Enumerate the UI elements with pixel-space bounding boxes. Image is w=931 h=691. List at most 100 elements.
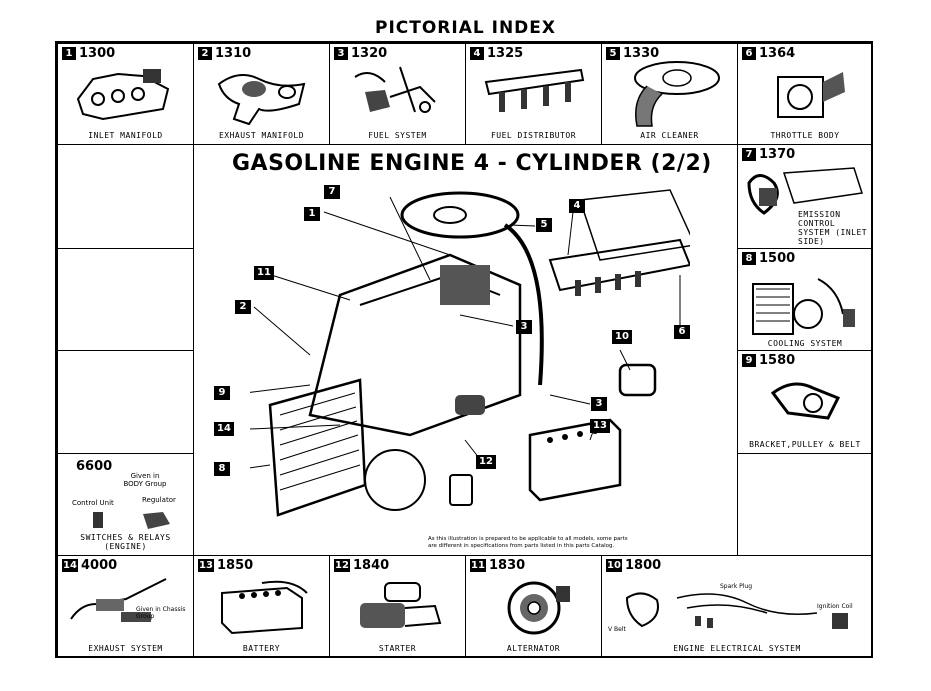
switches-relays-illustration [93, 512, 170, 529]
cell-code: 1310 [215, 46, 252, 61]
cell-caption: THROTTLE BODY [770, 131, 840, 140]
callout-3b: 3 [591, 397, 607, 411]
cell-number: 1 [62, 47, 76, 60]
cell-code: 1364 [759, 46, 796, 61]
cell-number: 10 [606, 559, 622, 572]
bracket-pulley-belt-illustration [770, 382, 841, 420]
cell-code: 1325 [487, 46, 524, 61]
callout-4: 4 [569, 199, 585, 213]
callout-6: 6 [674, 325, 690, 339]
cell-caption: INLET MANIFOLD [88, 131, 163, 140]
callout-5: 5 [536, 218, 552, 232]
fuel-system-illustration [354, 66, 436, 113]
inlet-manifold-illustration [76, 69, 170, 121]
exhaust-manifold-illustration [217, 74, 306, 126]
cell-number: 9 [742, 354, 756, 367]
cell-code: 1800 [625, 558, 662, 573]
callout-10: 10 [612, 330, 632, 344]
alternator-illustration [507, 581, 570, 635]
cell-number: 13 [198, 559, 214, 572]
cell-code: 1320 [351, 46, 388, 61]
cell-caption: ENGINE ELECTRICAL SYSTEM [673, 644, 801, 653]
cell-code: 1370 [759, 147, 796, 162]
cell-code: 6600 [76, 459, 113, 474]
cell-caption: BRACKET,PULLEY & BELT [749, 440, 861, 449]
callout-2: 2 [235, 300, 251, 314]
callout-13: 13 [590, 419, 610, 433]
cell-number: 5 [606, 47, 620, 60]
right-cell-blank [737, 453, 873, 556]
v-belt-label: V Belt [608, 626, 626, 633]
callout-1: 1 [304, 207, 320, 221]
left-cell-blank-3 [57, 350, 194, 454]
callout-14: 14 [214, 422, 234, 436]
cell-caption: COOLING SYSTEM [767, 339, 843, 348]
cell-caption: SWITCHES & RELAYS (ENGINE) [80, 533, 171, 551]
cell-code: 1330 [623, 46, 660, 61]
engine-electrical-illustration [625, 592, 848, 629]
cell-caption: FUEL SYSTEM [368, 131, 427, 140]
throttle-body-illustration [777, 72, 845, 118]
applicability-disclaimer: As this illustration is prepared to be a… [428, 536, 628, 549]
callout-7: 7 [324, 185, 340, 199]
cell-code: 1500 [759, 251, 796, 266]
given-in-body-note: Given in BODY Group [123, 472, 167, 488]
engine-illustration [250, 189, 690, 517]
main-title: GASOLINE ENGINE 4 - CYLINDER (2/2) [232, 151, 712, 176]
callout-9: 9 [214, 386, 230, 400]
cell-number: 3 [334, 47, 348, 60]
regulator-label: Regulator [142, 496, 176, 504]
index-cell-6600[interactable]: 6600 Given in BODY Group Control Unit Re… [57, 453, 194, 556]
cell-number: 4 [470, 47, 484, 60]
cell-caption: EXHAUST SYSTEM [88, 644, 163, 653]
emission-control-illustration [747, 167, 863, 215]
cell-code: 1840 [353, 558, 390, 573]
cell-caption: EMISSION CONTROL SYSTEM (INLET SIDE) [798, 210, 868, 246]
cell-number: 7 [742, 148, 756, 161]
starter-illustration [360, 582, 442, 628]
left-cell-blank-1 [57, 144, 194, 249]
cell-caption: ALTERNATOR [506, 644, 561, 653]
cell-code: 1850 [217, 558, 254, 573]
given-in-chassis-note: Given in Chassis Group [136, 606, 186, 620]
cell-caption: AIR CLEANER [640, 131, 699, 140]
air-cleaner-illustration [634, 61, 720, 127]
cell-number: 2 [198, 47, 212, 60]
callout-11: 11 [254, 266, 274, 280]
exhaust-system-illustration [70, 578, 167, 622]
cell-caption: EXHAUST MANIFOLD [218, 131, 305, 140]
cell-code: 1300 [79, 46, 116, 61]
cell-number: 8 [742, 252, 756, 265]
battery-illustration [221, 580, 308, 635]
callout-8: 8 [214, 462, 230, 476]
cell-code: 1830 [489, 558, 526, 573]
cell-caption: FUEL DISTRIBUTOR [490, 131, 577, 140]
cell-number: 6 [742, 47, 756, 60]
fuel-distributor-illustration [484, 68, 585, 112]
callout-3a: 3 [516, 320, 532, 334]
cell-code: 4000 [81, 558, 118, 573]
cell-number: 12 [334, 559, 350, 572]
cell-number: 14 [62, 559, 78, 572]
cell-code: 1580 [759, 353, 796, 368]
left-cell-blank-2 [57, 248, 194, 351]
cell-caption: STARTER [378, 644, 417, 653]
control-unit-label: Control Unit [72, 499, 114, 507]
ignition-coil-label: Ignition Coil [817, 603, 853, 610]
cooling-system-illustration [752, 278, 855, 335]
